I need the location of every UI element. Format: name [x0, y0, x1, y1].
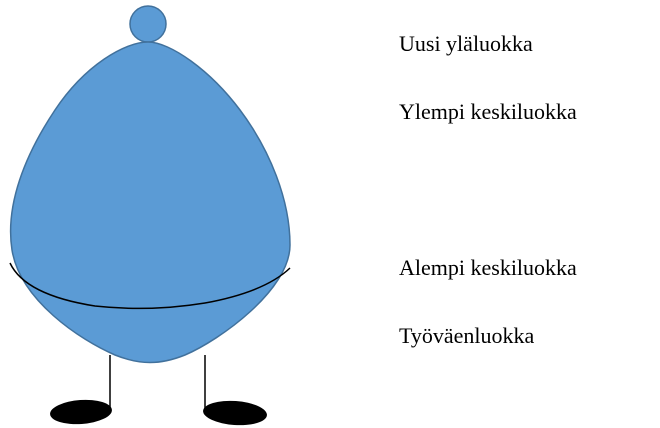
class-divider-line — [9, 262, 291, 310]
label-lower-middle-class: Alempi keskiluokka — [399, 255, 577, 280]
label-upper-middle-class: Ylempi keskiluokka — [399, 99, 577, 124]
label-new-upper-class: Uusi yläluokka — [399, 31, 533, 56]
label-working-class: Työväenluokka — [399, 323, 535, 348]
left-foot — [50, 399, 112, 425]
head-circle — [129, 5, 167, 43]
body-shape — [9, 41, 291, 364]
right-foot — [203, 400, 267, 426]
